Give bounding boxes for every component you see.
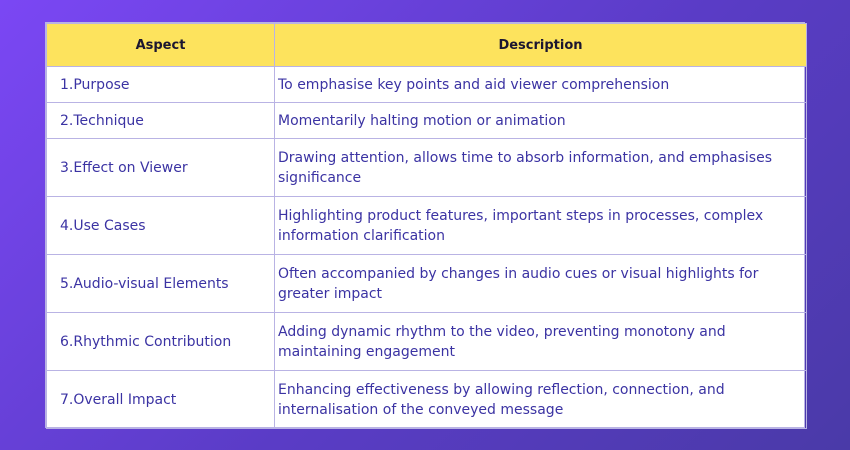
aspect-cell: 1.Purpose (46, 66, 275, 103)
aspect-cell: 6.Rhythmic Contribution (46, 312, 275, 371)
table-row: 4.Use Cases Highlighting product feature… (46, 196, 807, 255)
header-description: Description (274, 23, 807, 67)
aspect-cell: 3.Effect on Viewer (46, 138, 275, 197)
description-cell: To emphasise key points and aid viewer c… (274, 66, 807, 103)
description-cell: Enhancing effectiveness by allowing refl… (274, 370, 807, 429)
table-row: 7.Overall Impact Enhancing effectiveness… (46, 370, 807, 429)
table-row: 3.Effect on Viewer Drawing attention, al… (46, 138, 807, 197)
aspect-description-table: Aspect Description 1.Purpose To emphasis… (46, 23, 807, 429)
aspect-cell: 5.Audio-visual Elements (46, 254, 275, 313)
table-row: 5.Audio-visual Elements Often accompanie… (46, 254, 807, 313)
description-cell: Momentarily halting motion or animation (274, 102, 807, 139)
aspect-cell: 2.Technique (46, 102, 275, 139)
table-row: 2.Technique Momentarily halting motion o… (46, 102, 807, 139)
comparison-table: Aspect Description 1.Purpose To emphasis… (45, 22, 807, 429)
description-cell: Drawing attention, allows time to absorb… (274, 138, 807, 197)
header-aspect: Aspect (46, 23, 275, 67)
description-cell: Often accompanied by changes in audio cu… (274, 254, 807, 313)
aspect-cell: 4.Use Cases (46, 196, 275, 255)
table-row: 6.Rhythmic Contribution Adding dynamic r… (46, 312, 807, 371)
description-cell: Adding dynamic rhythm to the video, prev… (274, 312, 807, 371)
table-header-row: Aspect Description (46, 23, 807, 67)
table-row: 1.Purpose To emphasise key points and ai… (46, 66, 807, 103)
description-cell: Highlighting product features, important… (274, 196, 807, 255)
aspect-cell: 7.Overall Impact (46, 370, 275, 429)
